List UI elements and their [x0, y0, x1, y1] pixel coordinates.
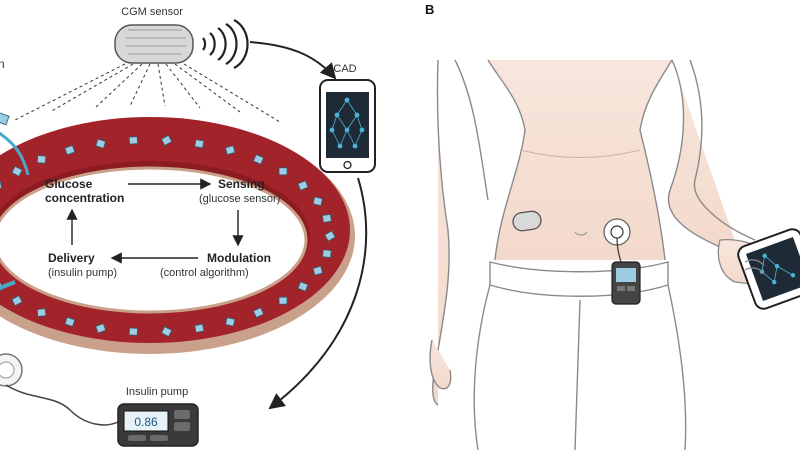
glucose-molecule: [225, 317, 236, 327]
glucose-molecule: [312, 265, 324, 276]
glucose-molecule: [312, 196, 324, 207]
glucose-molecule: [128, 327, 138, 336]
infusion-site: [0, 353, 119, 426]
glucose-molecule: [252, 154, 265, 165]
glucose-molecule: [95, 138, 107, 149]
human-figure: [429, 59, 756, 450]
loop-glucose-concentration: Glucose concentration: [45, 177, 124, 205]
glucose-molecule: [278, 167, 288, 176]
glucose-molecule: [297, 180, 309, 191]
edge-label-fragment: n: [0, 57, 5, 71]
cgm-sensor-label: CGM sensor: [121, 6, 183, 18]
blood-vessel-ring: [0, 117, 355, 354]
control-loop: Glucose concentration Sensing (glucose s…: [45, 177, 280, 279]
loop-modulation: Modulation: [207, 251, 271, 265]
cad-label: CAD: [333, 63, 356, 75]
glucose-molecule: [278, 296, 288, 305]
pump-display-value: 0.86: [134, 415, 158, 429]
hand-with-phone: [717, 228, 800, 310]
glucose-molecule: [0, 180, 3, 191]
neural-network-icon: [329, 97, 365, 149]
panel-b: B: [425, 2, 800, 450]
insulin-pump-device: 0.86: [117, 403, 199, 447]
glucose-molecule: [297, 281, 309, 292]
insulin-pump-label: Insulin pump: [126, 386, 188, 398]
cad-device: [319, 79, 376, 173]
loop-modulation-sub: (control algorithm): [160, 267, 249, 279]
glucose-molecule: [321, 213, 332, 223]
glucose-molecule: [36, 155, 47, 164]
panel-a: n CGM sensor CAD: [0, 6, 376, 447]
glucose-molecule: [160, 326, 173, 338]
sensing-lines: [14, 63, 281, 123]
body-infusion-set: [603, 218, 631, 267]
sensor-patch-icon: [512, 210, 542, 232]
loop-sensing: Sensing: [218, 177, 265, 191]
inflow-vessel: [0, 111, 30, 291]
loop-delivery-sub: (insulin pump): [48, 267, 117, 279]
glucose-molecule: [160, 134, 173, 146]
glucose-molecule: [194, 139, 205, 149]
arrow-to-insulin-pump: [268, 177, 368, 410]
loop-delivery: Delivery: [48, 251, 95, 265]
cgm-sensor-device: [114, 24, 194, 64]
panel-b-label: B: [425, 2, 434, 17]
glucose-molecule: [224, 145, 236, 155]
wireless-signal-icon: [202, 19, 249, 69]
glucose-molecule: [95, 323, 107, 334]
glucose-molecule: [64, 316, 76, 327]
glucose-molecule: [36, 308, 47, 317]
arrow-to-cad: [249, 41, 337, 80]
glucose-molecule: [252, 307, 265, 318]
glucose-molecule: [128, 136, 139, 145]
glucose-molecule: [194, 323, 205, 333]
glucose-molecule: [322, 249, 332, 259]
body-insulin-pump: [611, 261, 641, 305]
glucose-molecule: [64, 144, 76, 156]
loop-sensing-sub: (glucose sensor): [199, 193, 280, 205]
glucose-molecule: [324, 230, 336, 242]
glucose-molecule: [11, 165, 23, 177]
glucose-molecule: [11, 295, 23, 307]
